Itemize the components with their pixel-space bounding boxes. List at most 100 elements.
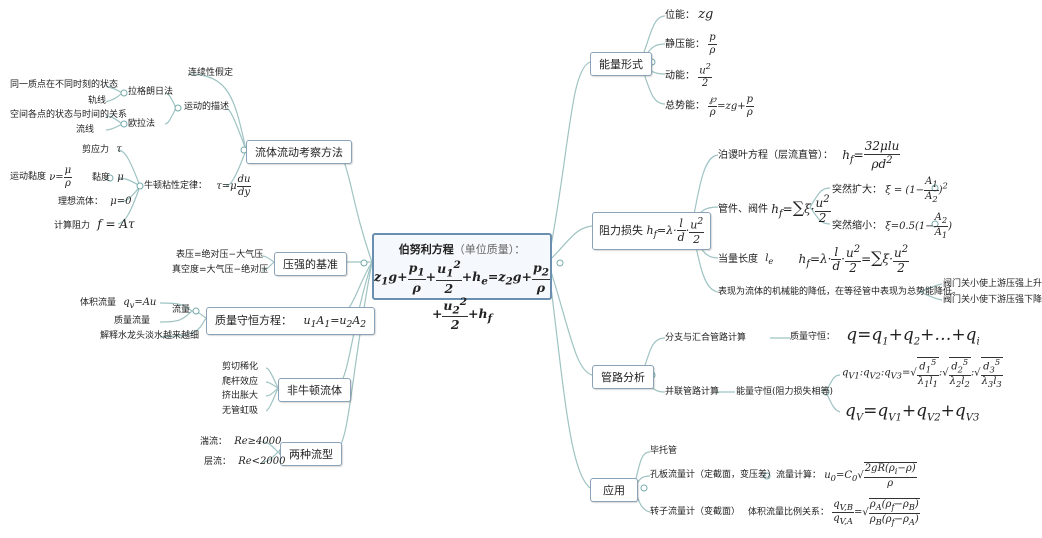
application-label: 应用 bbox=[603, 484, 625, 497]
center-title: 伯努利方程 bbox=[398, 243, 454, 256]
poiseuille-label: 泊谡叶方程（层流直管）： bbox=[718, 150, 833, 162]
faucet-text: 解释水龙头淡水越来越细 bbox=[100, 331, 200, 341]
rotameter: 转子流量计（变截面） bbox=[650, 507, 740, 517]
euler-detail-2-text: 流线 bbox=[76, 125, 95, 135]
equiv-symbol: le bbox=[765, 253, 774, 267]
kinematic-label: 运动黏度 bbox=[10, 171, 47, 182]
shear-stress: 剪应力 τ bbox=[82, 144, 122, 156]
die-swell: 挤出胀大 bbox=[222, 391, 258, 401]
mass-cons-formula: q=q1+q2+…+qi bbox=[846, 325, 980, 348]
fluid-method-label: 流体流动考察方法 bbox=[255, 146, 343, 159]
laminar-condition: Re<2000 bbox=[238, 456, 286, 467]
turbulent-label: 湍流： bbox=[200, 437, 228, 447]
friction-formula: f = Aτ bbox=[97, 217, 135, 231]
kinetic-label: 动能： bbox=[665, 70, 695, 82]
valve-up-text: 阀门关小使上游压强上升 bbox=[943, 279, 1042, 289]
mass-flow-label: 质量流量 bbox=[114, 316, 151, 326]
valve-downstream: 阀门关小使下游压强下降 bbox=[943, 295, 1042, 305]
volume-flow: 体积流量 qv=Au bbox=[80, 297, 156, 311]
flow-rate-label: 流量 bbox=[172, 305, 191, 315]
lagrange-label: 拉格朗日法 bbox=[128, 87, 174, 97]
non-newtonian-label: 非牛顿流体 bbox=[287, 384, 342, 397]
energy-conservation: 能量守恒(阻力损失相等) bbox=[736, 387, 833, 397]
friction-label: 计算阻力 bbox=[54, 221, 91, 231]
euler-method: 欧拉法 bbox=[128, 119, 155, 129]
potential-formula: zg bbox=[698, 7, 714, 22]
continuity-assumption: 连续性假定 bbox=[188, 68, 233, 78]
flow-sum-formula: qV=qV1+qV2+qV3 bbox=[845, 401, 980, 424]
equiv-label: 当量长度 bbox=[718, 254, 758, 266]
contraction-label: 突然缩小： bbox=[832, 220, 882, 232]
lagrange-detail-1-text: 同一质点在不同时刻的状态 bbox=[10, 80, 119, 90]
mass-conservation-formula: u1A1=u2A2 bbox=[303, 314, 367, 331]
energy-forms-node[interactable]: 能量形式 bbox=[590, 52, 652, 76]
viscosity-label: 黏度 bbox=[92, 173, 111, 183]
mass-flow: 质量流量 bbox=[114, 316, 150, 326]
flow-types-node[interactable]: 两种流型 bbox=[280, 442, 342, 466]
energy-cons-label: 能量守恒(阻力损失相等) bbox=[736, 387, 834, 397]
ideal-formula: μ=0 bbox=[110, 196, 132, 207]
non-newtonian-node[interactable]: 非牛顿流体 bbox=[278, 378, 351, 402]
pressure-basis-node[interactable]: 压强的基准 bbox=[274, 252, 347, 276]
euler-detail-1-text: 空间各点的状态与时间的关系 bbox=[10, 110, 128, 120]
euler-detail-2: 流线 bbox=[76, 125, 94, 135]
expansion-label: 突然扩大： bbox=[832, 184, 882, 196]
vacuum-text: 真空度=大气压−绝对压 bbox=[172, 265, 269, 275]
motion-desc-label: 运动的描述 bbox=[184, 102, 230, 112]
mass-cons-label: 质量守恒： bbox=[790, 331, 836, 342]
die-swell-text: 挤出胀大 bbox=[222, 391, 259, 401]
pipe-analysis-node[interactable]: 管路分析 bbox=[592, 365, 654, 389]
mechanical-energy-loss: 表现为流体的机械能的降低，在等径管中表现为总势能降低。 bbox=[718, 287, 961, 297]
tubeless-siphon: 无管虹吸 bbox=[222, 406, 258, 416]
potential-energy: 位能： zg bbox=[665, 7, 714, 23]
pitot-label: 毕托管 bbox=[650, 446, 678, 456]
fluid-method-node[interactable]: 流体流动考察方法 bbox=[246, 140, 352, 164]
rod-climbing-text: 爬杆效应 bbox=[222, 377, 259, 387]
application-node[interactable]: 应用 bbox=[590, 478, 638, 502]
ideal-label: 理想流体： bbox=[58, 197, 104, 207]
potential-label: 位能： bbox=[665, 10, 695, 21]
orifice-meter: 孔板流量计（定截面，变压差） bbox=[650, 470, 776, 480]
continuity-label: 连续性假定 bbox=[188, 68, 234, 78]
flow-types-label: 两种流型 bbox=[289, 448, 333, 461]
vacuum-degree: 真空度=大气压−绝对压 bbox=[172, 265, 268, 275]
viscosity-symbol: μ bbox=[117, 172, 124, 183]
shear-label: 剪应力 bbox=[82, 145, 110, 155]
volume-flow-formula: qv=Au bbox=[123, 297, 157, 310]
laminar-label: 层流： bbox=[204, 457, 232, 467]
mass-conservation-node[interactable]: 质量守恒方程： u1A1=u2A2 bbox=[206, 307, 376, 336]
branch-label: 分支与汇合管路计算 bbox=[665, 333, 747, 343]
lagrange-detail-1: 同一质点在不同时刻的状态 bbox=[10, 80, 118, 90]
rod-climbing: 爬杆效应 bbox=[222, 377, 258, 387]
mass-conservation-label: 质量守恒方程： bbox=[215, 314, 292, 327]
center-subtitle: （单位质量）： bbox=[453, 243, 526, 256]
pitot-tube: 毕托管 bbox=[650, 446, 677, 456]
turbulent-condition: Re≥4000 bbox=[234, 436, 282, 447]
gauge-text: 表压=绝对压−大气压 bbox=[176, 250, 264, 260]
pressure-basis-label: 压强的基准 bbox=[283, 258, 338, 271]
parallel-pipes: 并联管路计算 bbox=[665, 387, 719, 397]
ideal-fluid: 理想流体： μ=0 bbox=[58, 196, 131, 208]
